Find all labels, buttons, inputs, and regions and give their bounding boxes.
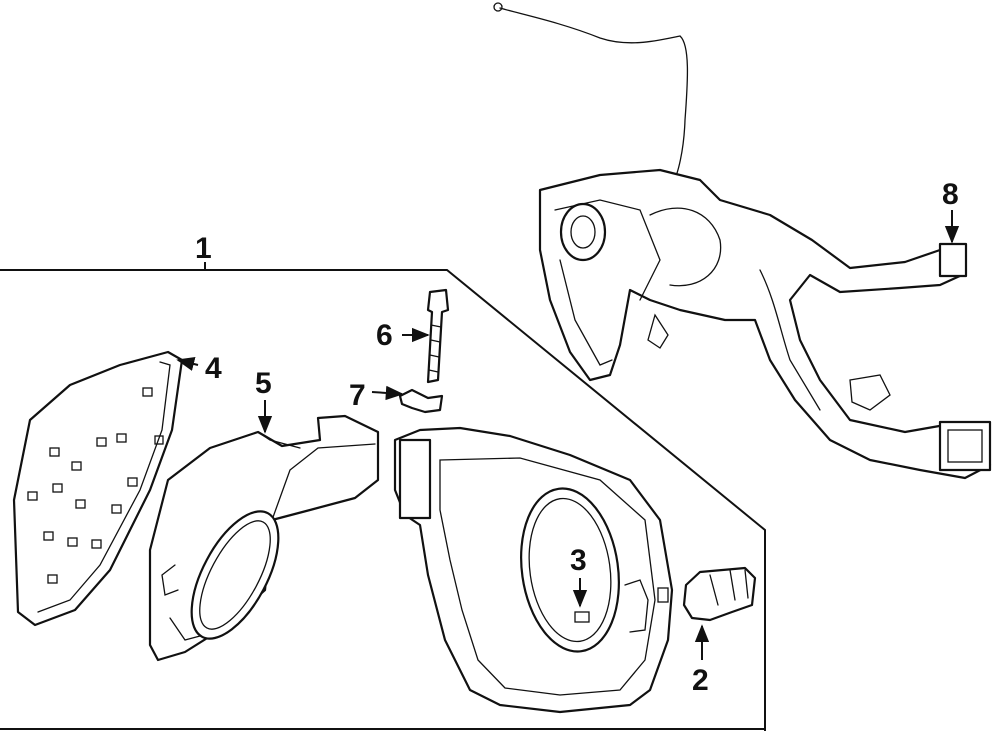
fuel-door-housing (148, 414, 380, 662)
callout-5: 5 (255, 367, 272, 400)
callout-labels: 1 2 3 4 5 6 7 8 (195, 178, 959, 697)
callout-4: 4 (205, 352, 222, 385)
rod-bracket (398, 388, 444, 414)
callout-8: 8 (942, 178, 959, 211)
door-actuator (682, 566, 757, 622)
leader-arrows (176, 210, 960, 660)
fuel-door-pocket (393, 426, 674, 714)
panel-clips (27, 387, 164, 584)
callout-1: 1 (195, 232, 212, 265)
callout-7: 7 (349, 379, 366, 412)
fuel-door-panel (12, 350, 184, 627)
release-rod (426, 288, 450, 384)
callout-3: 3 (570, 544, 587, 577)
callout-6: 6 (376, 319, 393, 352)
charge-port-harness (493, 2, 992, 480)
assembly-boundary-frame (0, 262, 766, 731)
callout-2: 2 (692, 664, 709, 697)
